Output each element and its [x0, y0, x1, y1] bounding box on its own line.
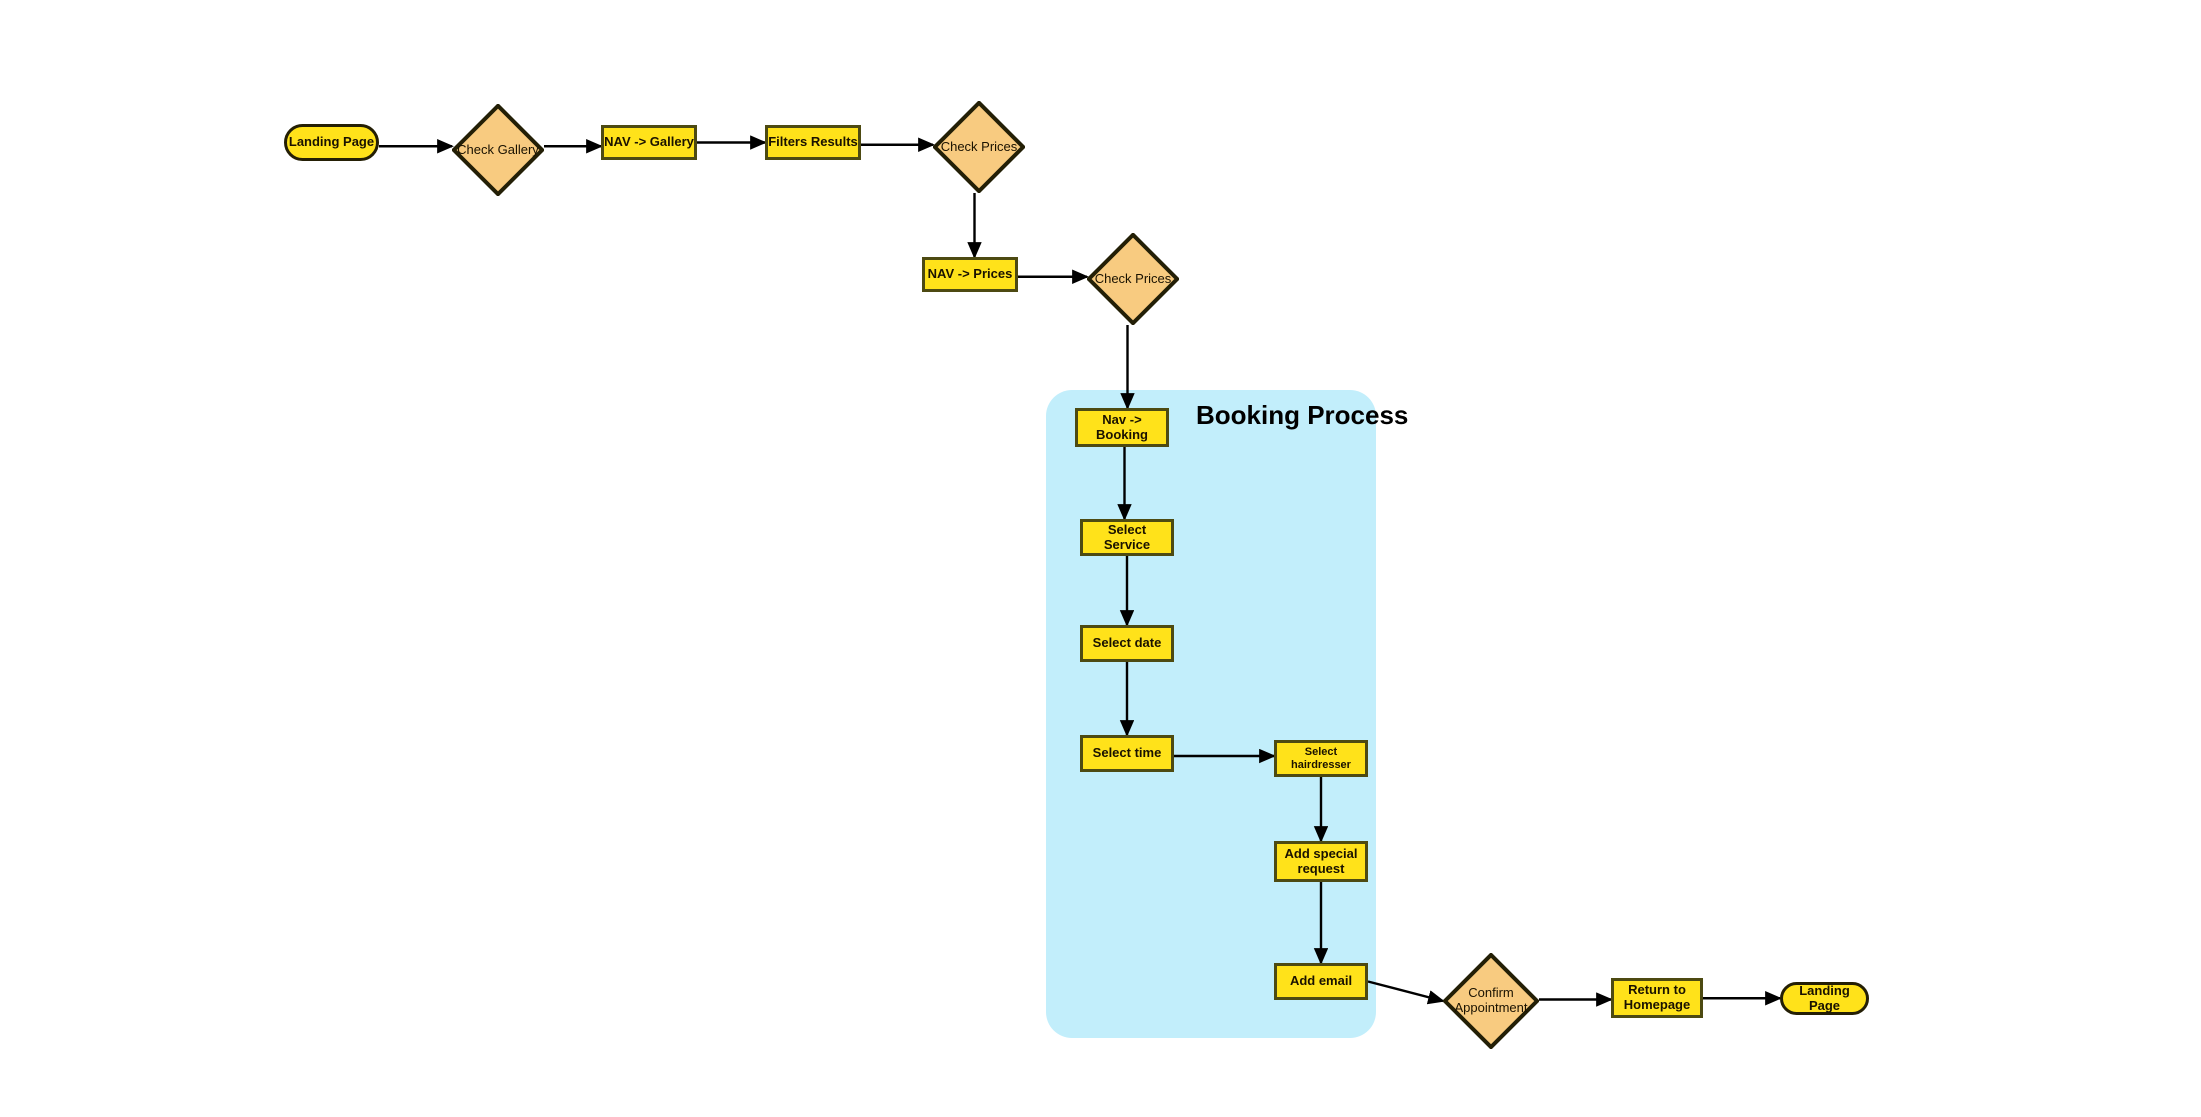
node-add_special[interactable]: Add special request	[1274, 841, 1368, 882]
node-label: Check Prices	[940, 138, 1018, 154]
node-add_email[interactable]: Add email	[1274, 963, 1368, 1000]
node-nav_booking[interactable]: Nav -> Booking	[1075, 408, 1169, 447]
node-filters_results[interactable]: Filters Results	[765, 125, 861, 160]
node-label: Landing Page	[288, 134, 375, 150]
node-select_service[interactable]: Select Service	[1080, 519, 1174, 556]
decision-diamond-shape	[452, 104, 544, 196]
node-label: Check Prices	[1094, 270, 1172, 286]
node-nav_prices[interactable]: NAV -> Prices	[922, 257, 1018, 292]
node-label: Confirm Appointment	[1454, 985, 1528, 1015]
node-label: Check Gallery	[457, 141, 539, 157]
node-label: Return to Homepage	[1623, 982, 1691, 1012]
decision-diamond-shape	[933, 101, 1025, 193]
node-label: Select time	[1092, 745, 1162, 761]
node-landing_start[interactable]: Landing Page	[284, 124, 379, 161]
node-label: Nav -> Booking	[1096, 411, 1148, 442]
decision-diamond-shape	[1087, 233, 1179, 325]
node-label: Filters Results	[768, 134, 858, 150]
node-label: Select date	[1092, 635, 1162, 651]
node-check_prices_2[interactable]: Check Prices	[1087, 233, 1179, 325]
booking-process-title: Booking Process	[1196, 400, 1409, 430]
node-label: Select hairdresser	[1291, 746, 1351, 771]
node-label: Landing Page	[1799, 982, 1850, 1013]
node-confirm_appt[interactable]: Confirm Appointment	[1443, 953, 1539, 1049]
node-label: Add email	[1289, 973, 1353, 989]
node-check_prices_1[interactable]: Check Prices	[933, 101, 1025, 193]
booking-process-group	[1046, 390, 1376, 1038]
edge-add_email-to-confirm_appt	[1367, 980, 1445, 1005]
node-return_home[interactable]: Return to Homepage	[1611, 978, 1703, 1018]
node-select_time[interactable]: Select time	[1080, 735, 1174, 772]
node-nav_gallery[interactable]: NAV -> Gallery	[601, 125, 697, 160]
node-label: NAV -> Prices	[927, 266, 1013, 282]
node-check_gallery[interactable]: Check Gallery	[452, 104, 544, 196]
node-select_date[interactable]: Select date	[1080, 625, 1174, 662]
node-label: Add special request	[1284, 845, 1358, 876]
node-select_hairdress[interactable]: Select hairdresser	[1274, 740, 1368, 777]
node-label: NAV -> Gallery	[604, 134, 694, 150]
node-label: Select Service	[1103, 521, 1151, 552]
decision-diamond-shape	[1443, 953, 1539, 1049]
node-landing_end[interactable]: Landing Page	[1780, 982, 1869, 1015]
